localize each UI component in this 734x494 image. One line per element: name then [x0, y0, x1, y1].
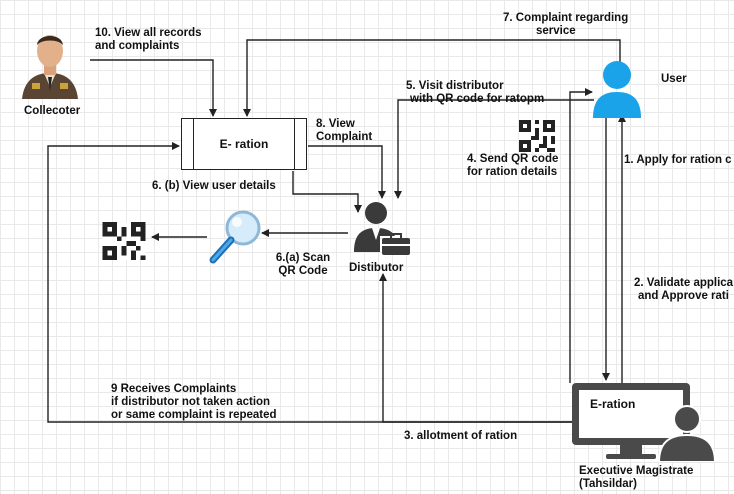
distributor-label: Distibutor: [349, 262, 404, 274]
user-label: User: [661, 73, 687, 85]
edge-4-label-line1: 4. Send QR code: [467, 153, 559, 165]
edge-2-label-line1: 2. Validate applica: [634, 277, 734, 289]
edge-4: [569, 88, 593, 383]
magistrate-label-line1: Executive Magistrate: [579, 465, 694, 477]
edge-7-label-line1: 7. Complaint regarding: [503, 12, 629, 24]
qr-code-icon: [102, 222, 146, 260]
user-avatar-icon: [591, 60, 643, 123]
edge-9: [47, 142, 572, 423]
edge-9-label-line2: if distributor not taken action: [111, 396, 271, 408]
edge-3: [379, 273, 572, 423]
edge-3-label: 3. allotment of ration: [404, 430, 518, 442]
person-avatar-icon: [656, 402, 718, 467]
edge-6a-label-line2: QR Code: [278, 265, 328, 277]
edge-5-label-line2: with QR code for ratopm: [410, 93, 545, 105]
computer-monitor-icon: [572, 383, 722, 468]
monitor-label: E-ration: [590, 397, 636, 411]
police-officer-icon: [18, 25, 82, 104]
magistrate-label-line2: (Tahsildar): [579, 478, 637, 490]
edge-7-label-line2: service: [536, 25, 576, 37]
edge-5: [394, 99, 594, 199]
edge-4-label-line2: for ration details: [467, 166, 558, 178]
edge-6b: [292, 171, 362, 213]
eration-box-label: E- ration: [219, 137, 269, 151]
edge-9-label-line3: or same complaint is repeated: [111, 409, 277, 421]
qr-code-icon: [519, 120, 555, 152]
edge-7: [243, 39, 621, 117]
edge-2-label-line2: and Approve rati: [638, 290, 729, 302]
collector-label: Collecoter: [24, 105, 81, 117]
edge-10-label-line2: and complaints: [95, 40, 180, 52]
edge-5-label-line1: 5. Visit distributor: [406, 80, 504, 92]
edge-1-label: 1. Apply for ration c: [624, 154, 732, 166]
magnifying-glass-icon: [207, 208, 265, 271]
edge-8: [308, 145, 386, 199]
edge-9-label-line1: 9 Receives Complaints: [111, 383, 237, 395]
edge-8-label-line1: 8. View: [316, 118, 355, 130]
edge-6b-label: 6. (b) View user details: [152, 180, 276, 192]
edge-6a-label-line1: 6.(a) Scan: [275, 252, 331, 264]
edge-10-label-line1: 10. View all records: [95, 27, 202, 39]
businessman-briefcase-icon: [350, 200, 412, 261]
edge-8-label-line2: Complaint: [316, 131, 373, 143]
eration-system-box: E- ration: [181, 118, 307, 170]
edge-10: [90, 59, 217, 117]
